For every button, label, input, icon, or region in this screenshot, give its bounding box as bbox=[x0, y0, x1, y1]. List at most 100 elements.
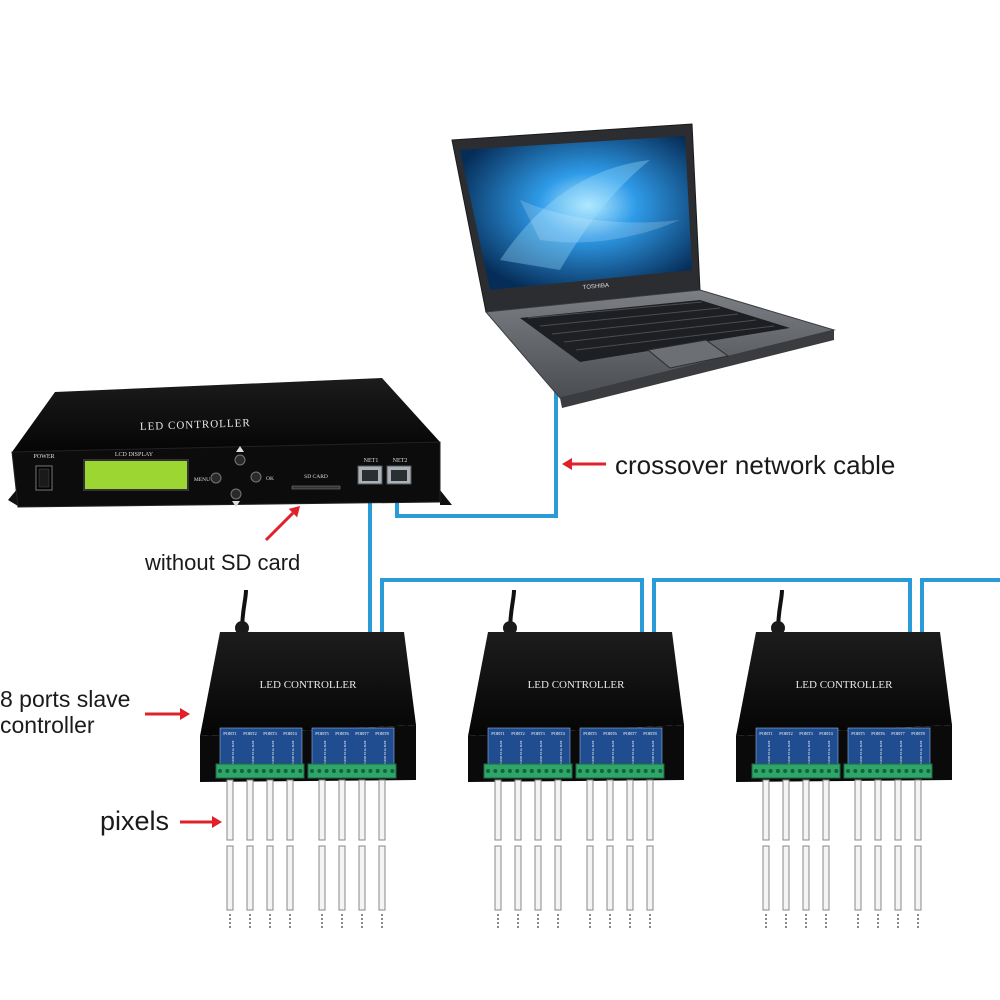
slave-title: LED CONTROLLER bbox=[796, 679, 894, 691]
up-arrow-icon bbox=[236, 446, 244, 452]
pixel-string bbox=[782, 845, 790, 911]
port-pins-label: GND CLK DAT bbox=[291, 740, 295, 764]
terminal-screw bbox=[658, 769, 663, 773]
terminal-screw bbox=[761, 769, 766, 773]
pixel-string bbox=[358, 845, 366, 911]
arrow-icon bbox=[288, 506, 300, 518]
laptop-brand: TOSHIBA bbox=[583, 283, 610, 291]
terminal-block bbox=[483, 763, 573, 779]
terminal-screw bbox=[819, 769, 824, 773]
port-pins-label: GND CLK DAT bbox=[787, 740, 791, 764]
pixel-string bbox=[894, 845, 902, 911]
slave-port-panel bbox=[847, 727, 931, 765]
slave-arrow bbox=[145, 708, 190, 720]
pixel-string bbox=[606, 845, 614, 911]
pixel-string bbox=[914, 779, 922, 841]
slave-top bbox=[736, 632, 952, 736]
terminal-block bbox=[215, 763, 305, 779]
slave-top bbox=[200, 632, 416, 736]
port-label: PORT3 bbox=[799, 731, 813, 736]
terminal-screw bbox=[500, 769, 505, 773]
terminal-screw bbox=[768, 769, 773, 773]
terminal-screw bbox=[805, 769, 810, 773]
port-label: PORT6 bbox=[871, 731, 885, 736]
port-pins-label: GND CLK DAT bbox=[251, 740, 255, 764]
port-pins-label: GND CLK DAT bbox=[767, 740, 771, 764]
slave-title: LED CONTROLLER bbox=[528, 679, 626, 691]
slave-port-panel bbox=[219, 727, 303, 765]
slave3-out-cable bbox=[920, 578, 1000, 632]
terminal-screw bbox=[636, 769, 641, 773]
terminal-screw bbox=[875, 769, 880, 773]
port-pins-label: GND CLK DAT bbox=[807, 740, 811, 764]
crossover-arrow bbox=[562, 458, 606, 470]
down-button bbox=[230, 488, 242, 500]
terminal-screw bbox=[291, 769, 295, 773]
pixel-string bbox=[854, 845, 862, 911]
port-pins-label: GND CLK DAT bbox=[539, 740, 543, 764]
up-button bbox=[234, 454, 246, 466]
port-pins-label: GND CLK DAT bbox=[343, 740, 347, 764]
port-label: PORT4 bbox=[551, 731, 565, 736]
terminal-screw bbox=[276, 769, 281, 773]
pixel-string bbox=[646, 845, 654, 911]
pixel-string bbox=[514, 845, 522, 911]
terminal-screw bbox=[775, 769, 780, 773]
pixel-string bbox=[554, 845, 562, 911]
pixel-string bbox=[586, 779, 594, 841]
terminal-screw bbox=[390, 769, 395, 773]
terminal-screw bbox=[651, 769, 655, 773]
slave2-to-slave3-cable bbox=[652, 578, 912, 632]
sd-card-arrow bbox=[264, 506, 300, 542]
pixel-string bbox=[822, 845, 830, 911]
pixel-string bbox=[378, 845, 386, 911]
terminal-screw bbox=[515, 769, 520, 773]
port-label: PORT3 bbox=[531, 731, 545, 736]
port-pins-label: GND CLK DAT bbox=[519, 740, 523, 764]
port-pins-label: GND CLK DAT bbox=[231, 740, 235, 764]
flange-right bbox=[440, 490, 452, 505]
terminal-screw bbox=[298, 769, 303, 773]
port-pins-label: GND CLK DAT bbox=[859, 740, 863, 764]
terminal-screw bbox=[578, 769, 582, 773]
terminal-screw bbox=[919, 769, 923, 773]
port-label: PORT7 bbox=[623, 731, 637, 736]
port-label: PORT4 bbox=[819, 731, 833, 736]
terminal-screw bbox=[544, 769, 549, 773]
terminal-screw bbox=[353, 769, 358, 773]
master-title: LED CONTROLLER bbox=[140, 417, 251, 433]
port-pins-label: GND CLK DAT bbox=[611, 740, 615, 764]
port-label: PORT1 bbox=[759, 731, 772, 736]
terminal-screw bbox=[897, 769, 902, 773]
terminal-screw bbox=[310, 769, 314, 773]
pixel-string bbox=[534, 845, 542, 911]
keyboard-row bbox=[575, 325, 775, 351]
port-label: PORT5 bbox=[851, 731, 865, 736]
down-arrow-icon bbox=[232, 501, 240, 507]
terminal-screw bbox=[339, 769, 344, 773]
flange-left bbox=[8, 488, 18, 506]
port-pins-label: GND CLK DAT bbox=[879, 740, 883, 764]
terminal-screw bbox=[867, 769, 872, 773]
pixel-string bbox=[358, 779, 366, 841]
port-label: PORT5 bbox=[315, 731, 329, 736]
menu-button bbox=[210, 472, 222, 484]
slave-controller-label-line2: controller bbox=[0, 712, 95, 738]
port-pins-label: GND CLK DAT bbox=[631, 740, 635, 764]
terminal-screw bbox=[529, 769, 534, 773]
terminal-block bbox=[307, 763, 397, 779]
port-pins-label: GND CLK DAT bbox=[383, 740, 387, 764]
port-label: PORT7 bbox=[891, 731, 905, 736]
arrow-icon bbox=[180, 708, 190, 720]
port-pins-label: GND CLK DAT bbox=[271, 740, 275, 764]
power-label: POWER bbox=[34, 454, 55, 460]
pixels-arrow bbox=[180, 816, 222, 828]
menu-label: MENU bbox=[194, 477, 210, 483]
port-pins-label: GND CLK DAT bbox=[591, 740, 595, 764]
terminal-screw bbox=[904, 769, 909, 773]
pixel-string bbox=[378, 779, 386, 841]
terminal-screw bbox=[551, 769, 556, 773]
